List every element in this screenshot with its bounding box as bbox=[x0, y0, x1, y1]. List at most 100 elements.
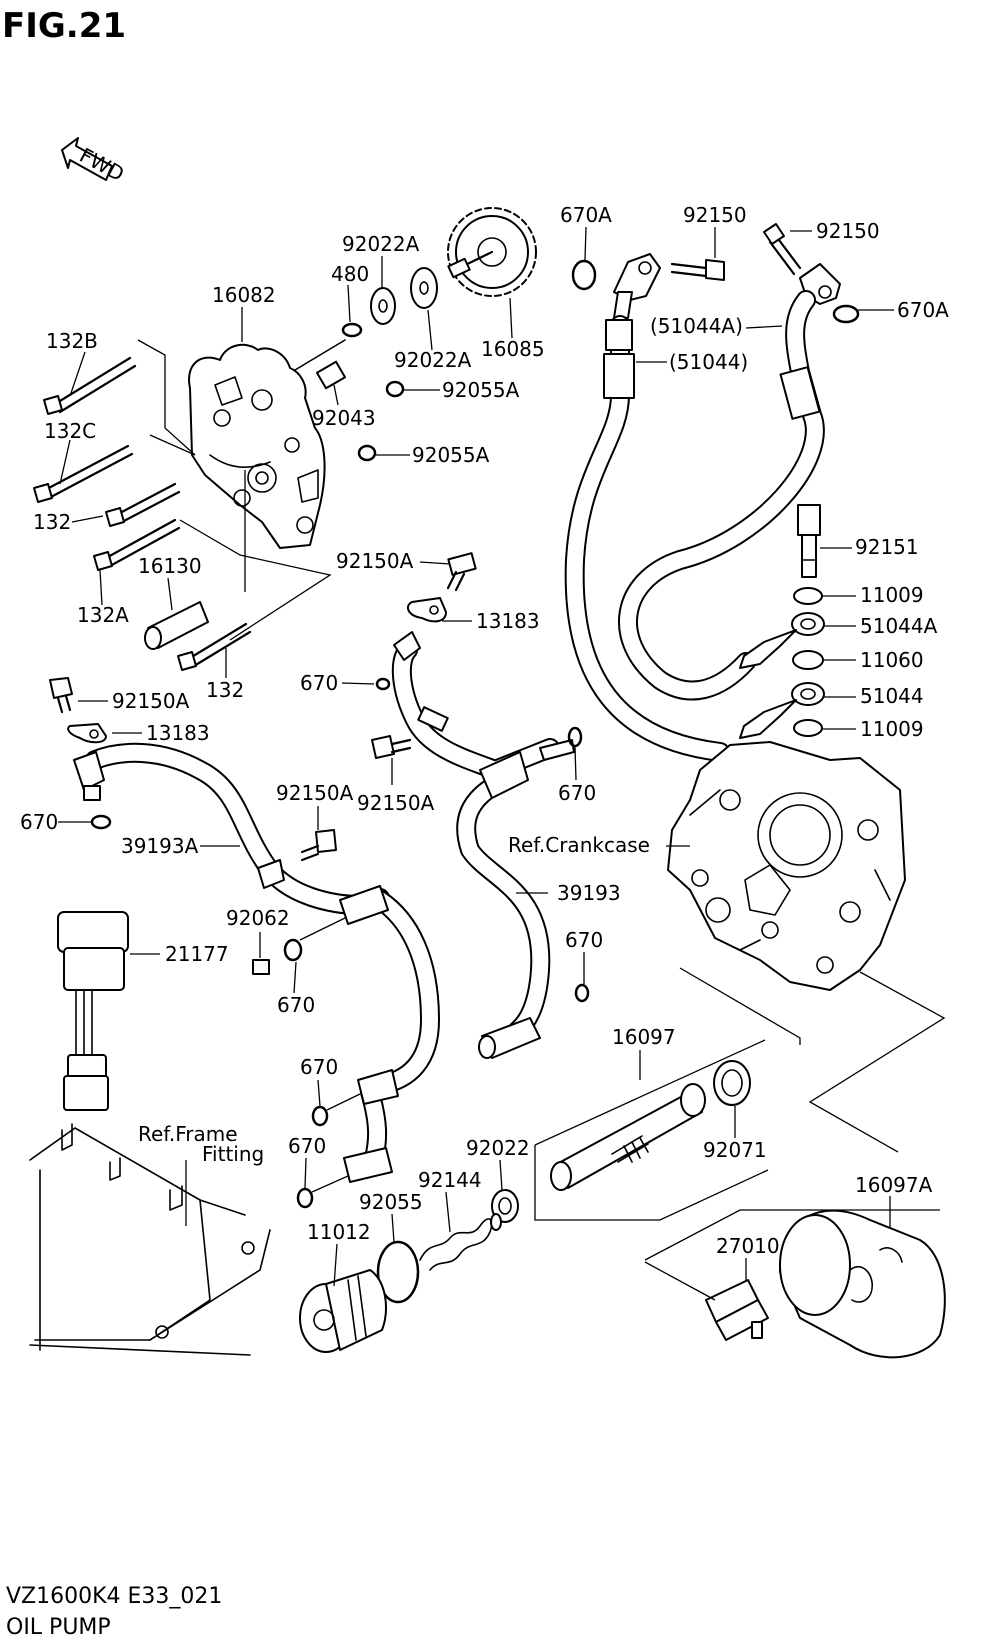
part-labels: 16082 132B 132C 132 132A 132 16130 480 9… bbox=[20, 203, 949, 1258]
label-92150-right: 92150 bbox=[816, 219, 880, 243]
label-16082: 16082 bbox=[212, 283, 276, 307]
label-670-c: 670 bbox=[288, 1134, 326, 1158]
oring-670-right bbox=[567, 726, 583, 748]
figure-name: OIL PUMP bbox=[6, 1615, 111, 1640]
bolt-132-upper bbox=[105, 482, 181, 527]
bolt-92151 bbox=[797, 504, 821, 578]
washer-92022a-2 bbox=[410, 267, 438, 309]
banjo-fitting-51044 bbox=[613, 253, 661, 319]
circlip-480 bbox=[341, 322, 363, 338]
label-16097: 16097 bbox=[612, 1025, 676, 1049]
label-51044-paren: (51044) bbox=[669, 350, 748, 374]
pipe-39193a-fittings bbox=[73, 751, 399, 1183]
hose-crimp-51044 bbox=[603, 353, 635, 399]
label-21177: 21177 bbox=[165, 942, 229, 966]
banjo-51044 bbox=[739, 682, 825, 739]
plug-11012 bbox=[299, 1269, 387, 1353]
label-92055a-2: 92055A bbox=[412, 443, 490, 467]
pin-92043 bbox=[315, 360, 347, 390]
bolt-92150-right bbox=[763, 223, 802, 276]
washer-11009-bottom bbox=[793, 719, 823, 737]
label-92062: 92062 bbox=[226, 906, 290, 930]
label-92022: 92022 bbox=[466, 1136, 530, 1160]
oring-670-mid bbox=[375, 677, 391, 691]
oring-670-c bbox=[296, 1187, 314, 1209]
label-670a-right: 670A bbox=[897, 298, 949, 322]
screw-92062 bbox=[252, 959, 270, 975]
hose-crimp-51044a bbox=[779, 366, 821, 420]
label-92144: 92144 bbox=[418, 1168, 482, 1192]
label-51044a: 51044A bbox=[860, 614, 938, 638]
label-92071: 92071 bbox=[703, 1138, 767, 1162]
sleeve-16130 bbox=[144, 601, 209, 650]
hose-crimp-51044-top bbox=[605, 319, 633, 351]
figure-code: VZ1600K4 E33_021 bbox=[6, 1584, 222, 1609]
label-13183-left: 13183 bbox=[146, 721, 210, 745]
label-670-lower-right: 670 bbox=[565, 928, 603, 952]
label-132-lower: 132 bbox=[206, 678, 244, 702]
bolt-132-lower bbox=[177, 622, 252, 671]
crankcase-ref bbox=[667, 741, 906, 991]
label-16097a: 16097A bbox=[855, 1173, 933, 1197]
label-11009-bottom: 11009 bbox=[860, 717, 924, 741]
bolt-132c bbox=[33, 444, 134, 503]
oil-pump-body bbox=[188, 343, 326, 549]
oil-pressure-switch-27010 bbox=[705, 1279, 769, 1341]
sensor-21177 bbox=[57, 911, 129, 1111]
label-ref-crankcase: Ref.Crankcase bbox=[508, 833, 650, 857]
oring-92055a-1 bbox=[385, 380, 405, 398]
washer-11009-top bbox=[793, 587, 823, 605]
label-ref-frame-fitting: Fitting bbox=[202, 1142, 264, 1166]
clamp-13183-left bbox=[67, 723, 107, 744]
leaders bbox=[58, 226, 894, 1287]
label-39193: 39193 bbox=[557, 881, 621, 905]
clamp-13183-mid bbox=[406, 597, 447, 623]
bolt-92150-mid bbox=[670, 259, 725, 281]
label-92150a-stem: 92150A bbox=[357, 791, 435, 815]
banjo-51044a bbox=[739, 612, 825, 669]
label-92055a-1: 92055A bbox=[442, 378, 520, 402]
label-132-upper: 132 bbox=[33, 510, 71, 534]
bolt-132a bbox=[93, 518, 181, 571]
label-670-b: 670 bbox=[300, 1055, 338, 1079]
pipe-39193-fittings bbox=[393, 631, 575, 1059]
label-670a-top: 670A bbox=[560, 203, 612, 227]
label-51044a-paren: (51044A) bbox=[650, 314, 743, 338]
label-16085: 16085 bbox=[481, 337, 545, 361]
label-92150a-left: 92150A bbox=[112, 689, 190, 713]
label-670-a: 670 bbox=[277, 993, 315, 1017]
label-132b: 132B bbox=[46, 329, 98, 353]
seal-92071 bbox=[713, 1060, 751, 1106]
washer-92022a-1 bbox=[370, 287, 396, 325]
gear-16085 bbox=[447, 207, 537, 297]
figure-title: FIG.21 bbox=[2, 6, 126, 46]
oring-92055a-2 bbox=[357, 444, 377, 462]
label-92150-mid: 92150 bbox=[683, 203, 747, 227]
label-92043: 92043 bbox=[312, 406, 376, 430]
strainer-16097 bbox=[550, 1083, 706, 1191]
bolt-92150a-mid bbox=[446, 552, 477, 592]
spring-92144 bbox=[419, 1218, 493, 1271]
oring-670a-right bbox=[832, 304, 860, 324]
label-670-right: 670 bbox=[558, 781, 596, 805]
label-92150a-mid: 92150A bbox=[336, 549, 414, 573]
bolt-92150a-left bbox=[49, 677, 73, 714]
oring-670-a bbox=[283, 938, 303, 962]
washer-11060 bbox=[792, 650, 824, 670]
label-11012: 11012 bbox=[307, 1220, 371, 1244]
label-132a: 132A bbox=[77, 603, 129, 627]
label-92150a-lower: 92150A bbox=[276, 781, 354, 805]
oring-670-lower-right bbox=[574, 983, 590, 1003]
label-51044: 51044 bbox=[860, 684, 924, 708]
fwd-arrow-icon: FWD bbox=[61, 137, 128, 186]
oring-670-b bbox=[311, 1105, 329, 1127]
label-16130: 16130 bbox=[138, 554, 202, 578]
oil-filter-16097a bbox=[779, 1209, 946, 1359]
label-13183-mid: 13183 bbox=[476, 609, 540, 633]
label-27010: 27010 bbox=[716, 1234, 780, 1258]
oring-92055 bbox=[376, 1240, 420, 1304]
frame-ref bbox=[29, 1123, 271, 1356]
oring-670a-top bbox=[571, 259, 597, 291]
label-11009-top: 11009 bbox=[860, 583, 924, 607]
